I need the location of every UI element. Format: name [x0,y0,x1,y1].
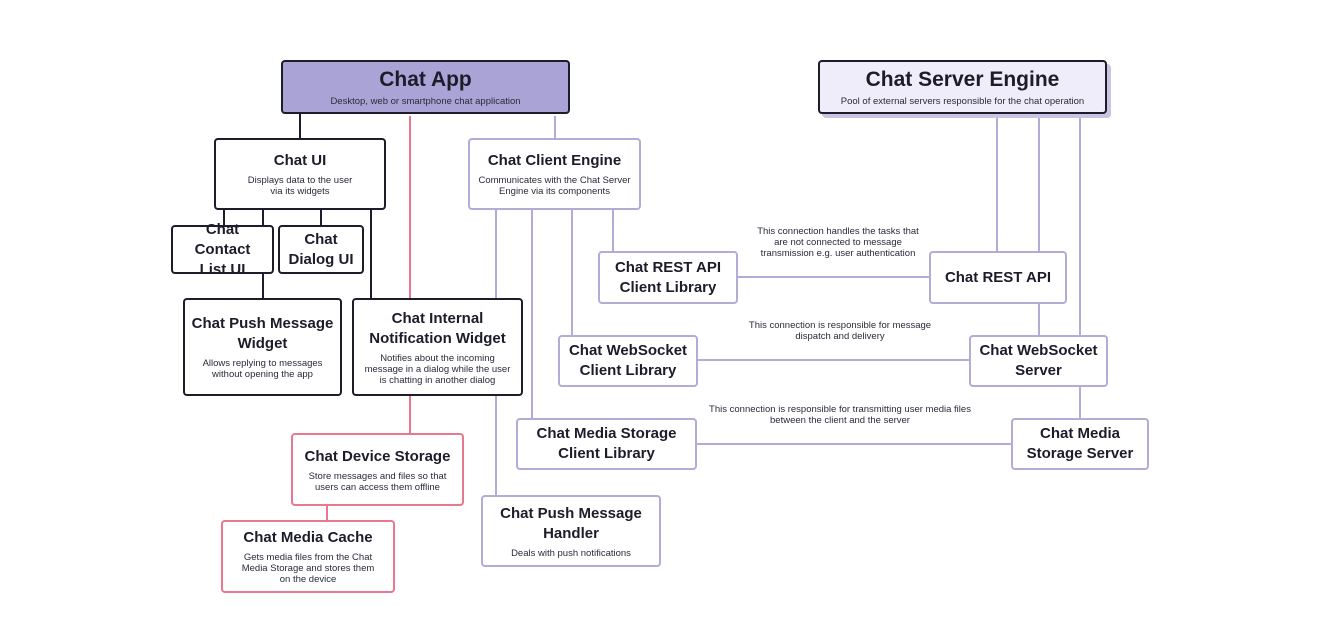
chat-media-cache-title: Chat Media Cache [243,529,373,546]
chat-device-storage-desc: Store messages and files so that users c… [308,470,447,493]
chat-media-storage-server-node: Chat Media Storage Server [1011,418,1149,470]
chat-app-desc: Desktop, web or smartphone chat applicat… [330,96,521,107]
chat-push-message-handler-desc: Deals with push notifications [511,547,631,559]
chat-client-engine-node: Chat Client Engine Communicates with the… [468,138,641,210]
chat-internal-notification-widget-desc: Notifies about the incoming message in a… [364,352,511,386]
chat-device-storage-node: Chat Device Storage Store messages and f… [291,433,464,506]
chat-websocket-client-library-title: Chat WebSocket Client Library [568,342,688,379]
chat-contact-list-ui-node: Chat Contact List UI [171,221,274,278]
chat-media-cache-desc: Gets media files from the Chat Media Sto… [241,552,375,585]
chat-websocket-client-library-node: Chat WebSocket Client Library [558,335,698,387]
chat-media-storage-server-title: Chat Media Storage Server [1026,425,1134,462]
chat-ui-desc: Displays data to the user via its widget… [247,175,353,197]
chat-app-title: Chat App [379,68,472,91]
media-connection-note: This connection is responsible for trans… [709,404,971,426]
chat-dialog-ui-node: Chat Dialog UI [278,225,364,274]
chat-websocket-server-node: Chat WebSocket Server [969,335,1108,387]
chat-media-storage-client-library-title: Chat Media Storage Client Library [536,425,677,462]
chat-rest-api-node: Chat REST API [929,251,1067,304]
chat-rest-api-title: Chat REST API [944,268,1052,286]
chat-client-engine-desc: Communicates with the Chat Server Engine… [478,175,631,197]
chat-push-message-handler-title: Chat Push Message Handler [500,504,642,542]
chat-push-message-handler-node: Chat Push Message Handler Deals with pus… [481,495,661,567]
websocket-connection-note: This connection is responsible for messa… [748,320,932,342]
chat-rest-api-client-library-title: Chat REST API Client Library [614,258,722,296]
chat-websocket-server-title: Chat WebSocket Server [979,342,1098,379]
chat-push-message-widget-node: Chat Push Message Widget Allows replying… [183,298,342,396]
chat-ui-node: Chat UI Displays data to the user via it… [214,138,386,210]
chat-app-node: Chat App Desktop, web or smartphone chat… [281,60,570,114]
chat-rest-api-client-library-node: Chat REST API Client Library [598,251,738,304]
chat-ui-title: Chat UI [273,152,327,169]
chat-media-cache-node: Chat Media Cache Gets media files from t… [221,520,395,593]
chat-contact-list-ui-title: Chat Contact List UI [194,220,251,278]
chat-internal-notification-widget-title: Chat Internal Notification Widget [369,309,506,347]
rest-connection-note: This connection handles the tasks that a… [757,226,919,259]
chat-client-engine-title: Chat Client Engine [487,152,622,169]
chat-dialog-ui-title: Chat Dialog UI [288,230,354,268]
chat-media-storage-client-library-node: Chat Media Storage Client Library [516,418,697,470]
chat-internal-notification-widget-node: Chat Internal Notification Widget Notifi… [352,298,523,396]
chat-server-engine-desc: Pool of external servers responsible for… [840,96,1085,107]
chat-server-engine-title: Chat Server Engine [865,68,1060,91]
chat-push-message-widget-title: Chat Push Message Widget [191,315,334,352]
chat-server-engine-node: Chat Server Engine Pool of external serv… [818,60,1107,114]
chat-device-storage-title: Chat Device Storage [304,447,451,465]
chat-push-message-widget-desc: Allows replying to messages without open… [202,358,323,380]
